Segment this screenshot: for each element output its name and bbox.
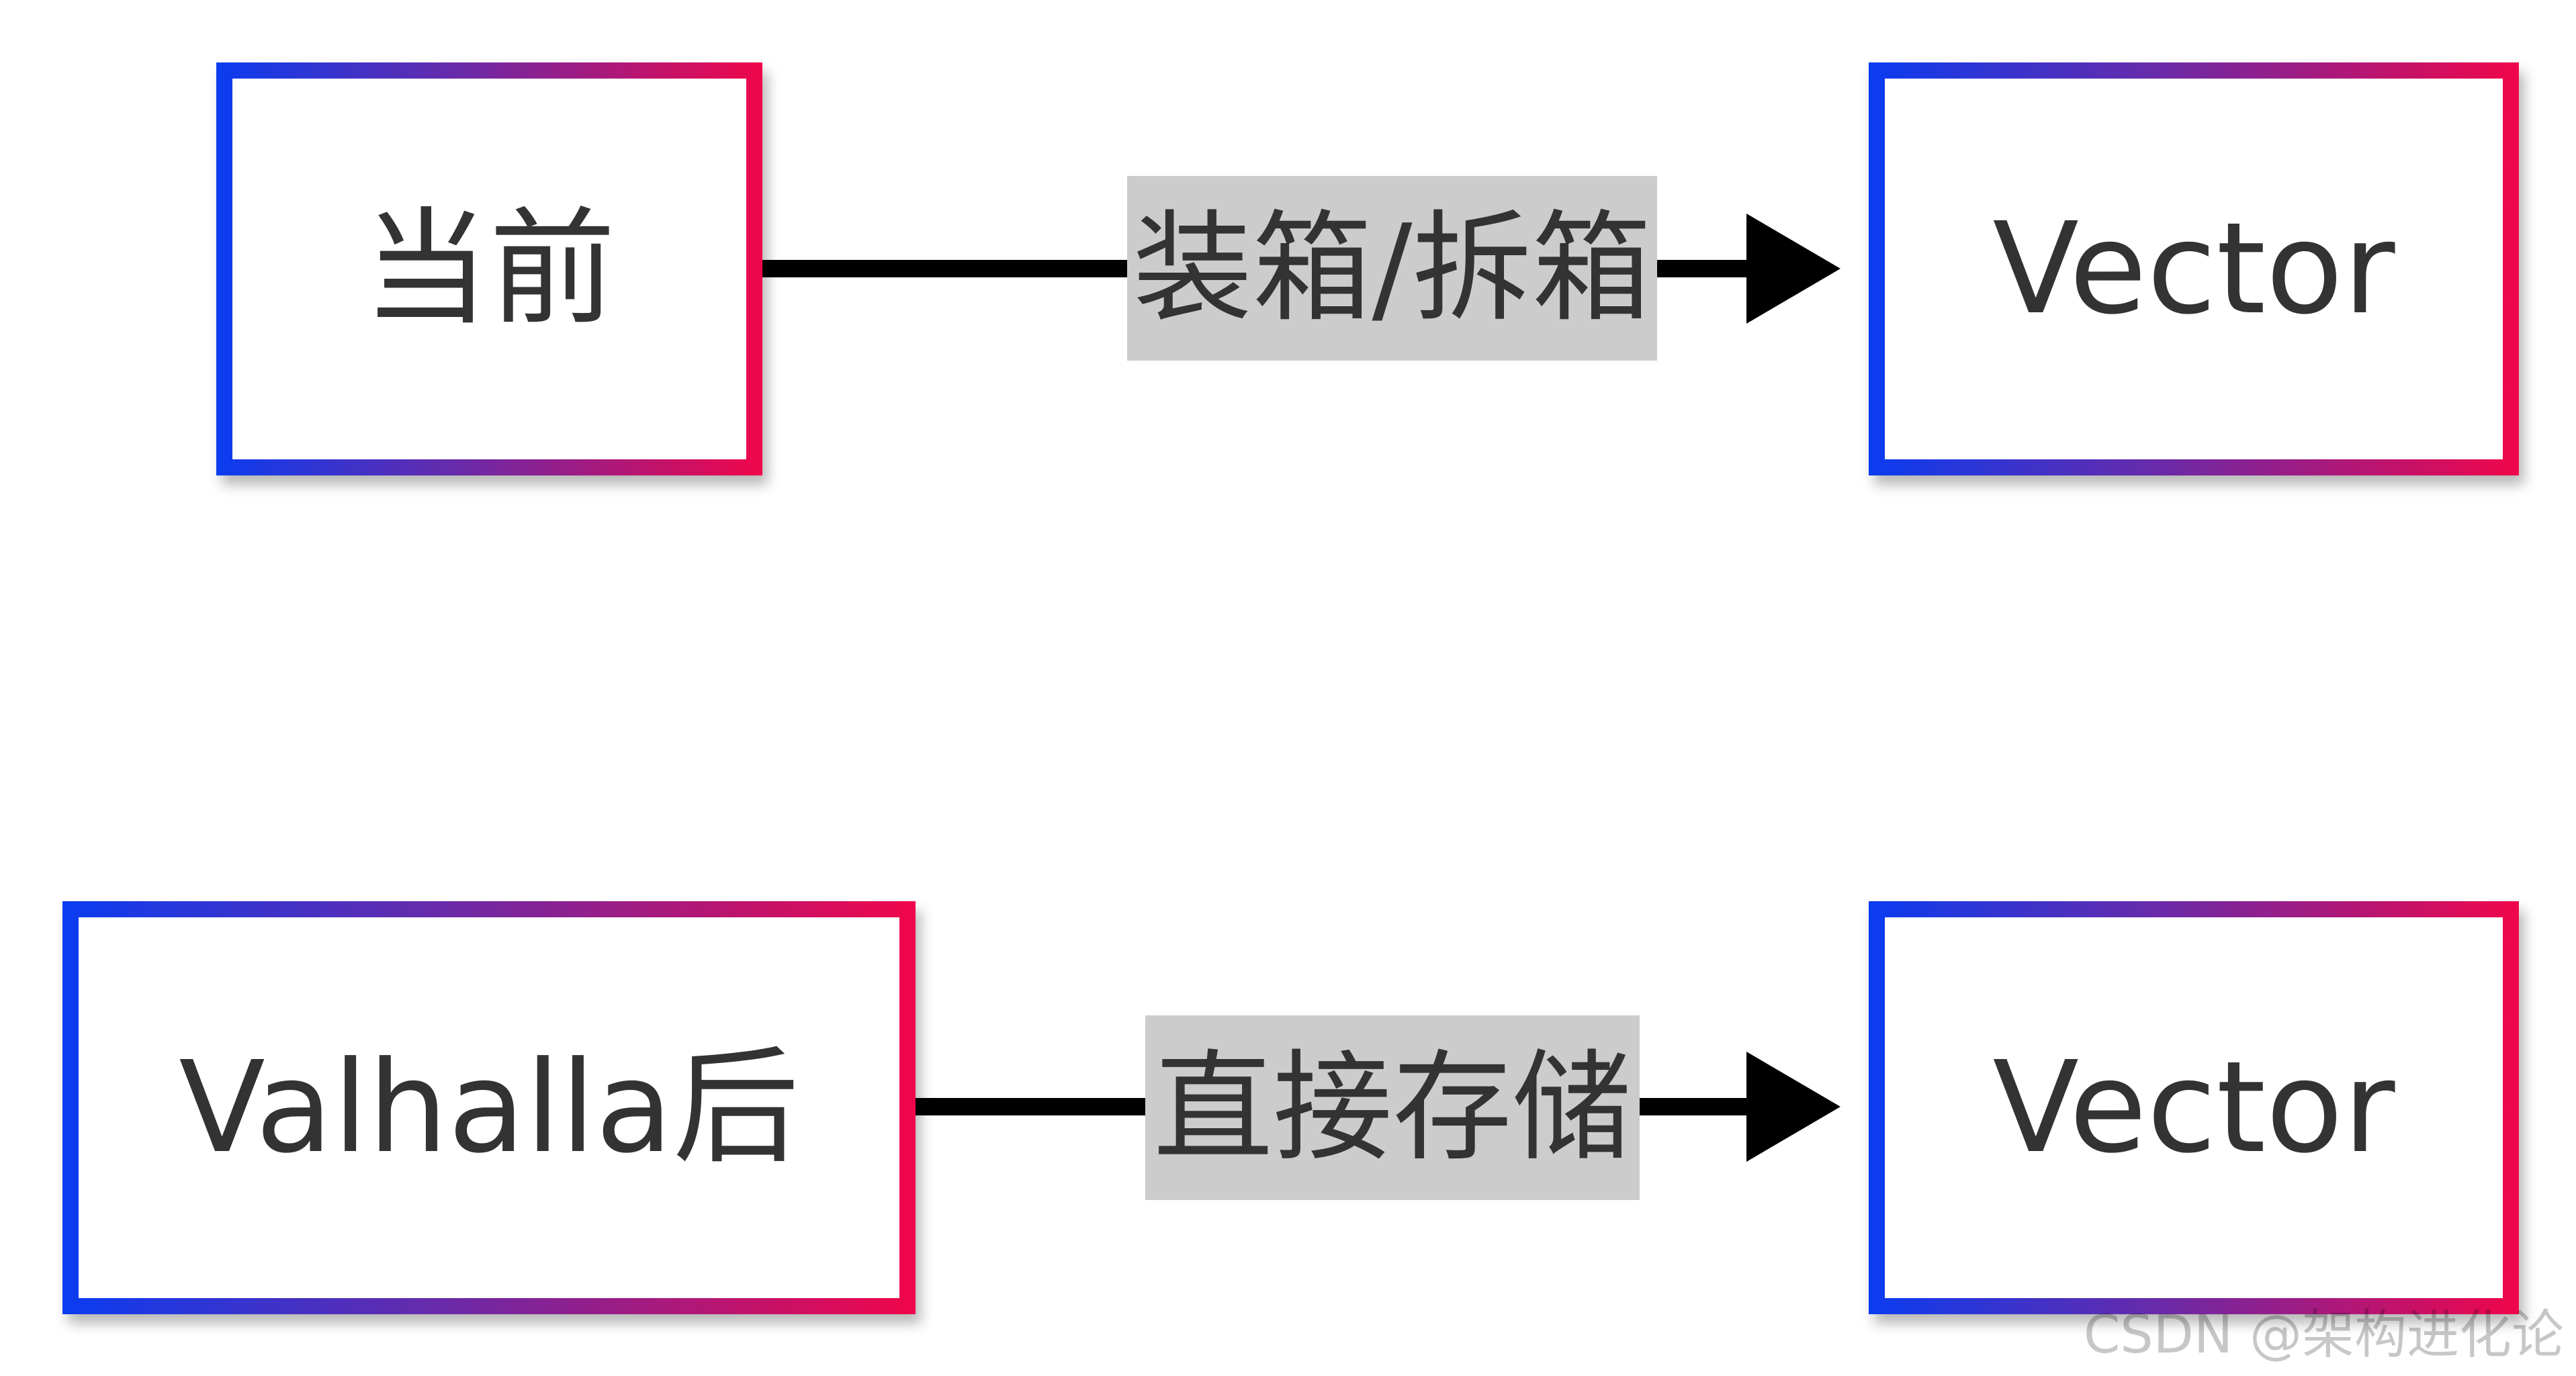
node-vector-bottom: Vector	[1869, 901, 2519, 1314]
node-current-label: 当前	[363, 195, 616, 342]
edge-top-label-box: 装箱/拆箱	[1127, 176, 1657, 361]
edge-top-arrowhead	[1746, 214, 1840, 324]
node-vector-top-label: Vector	[1992, 195, 2395, 342]
node-valhalla: Valhalla后	[62, 901, 916, 1314]
node-vector-top: Vector	[1869, 62, 2519, 475]
node-current: 当前	[216, 62, 762, 475]
node-valhalla-label: Valhalla后	[179, 1034, 799, 1181]
edge-bottom-label-box: 直接存储	[1145, 1015, 1640, 1200]
node-vector-bottom-label: Vector	[1992, 1034, 2395, 1181]
edge-bottom-arrowhead	[1746, 1052, 1840, 1162]
edge-top-label: 装箱/拆箱	[1132, 198, 1652, 338]
watermark: CSDN @架构进化论	[2083, 1305, 2564, 1365]
edge-bottom-label: 直接存储	[1153, 1038, 1632, 1177]
